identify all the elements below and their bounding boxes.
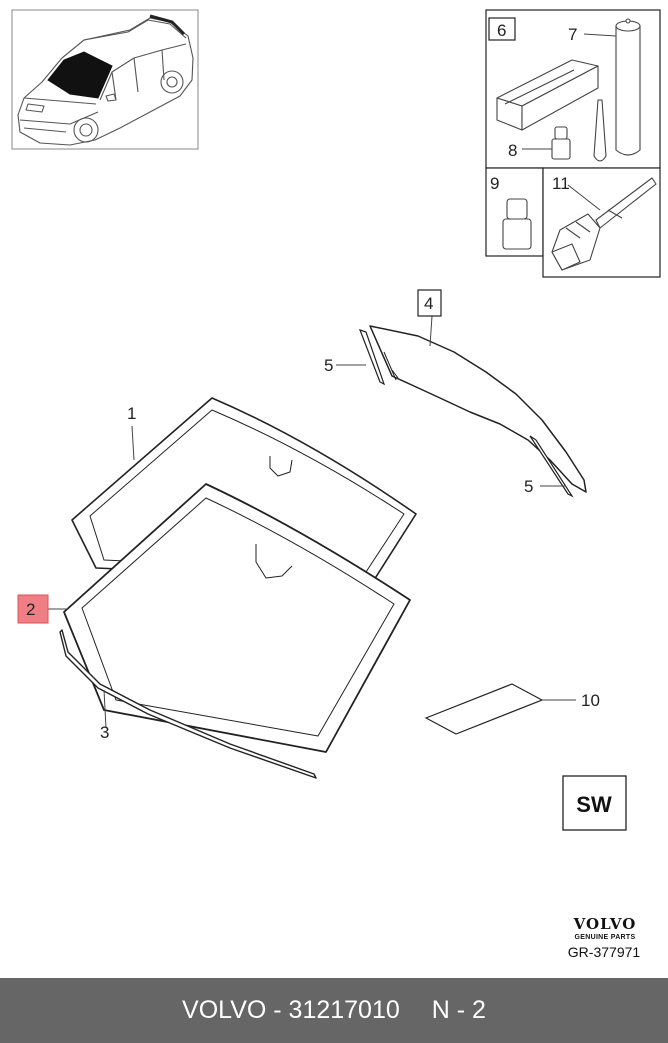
callout-7: 7 bbox=[568, 25, 577, 44]
dispenser-tool-icon bbox=[551, 177, 657, 271]
footer-bar: VOLVO - 31217010 N - 2 bbox=[0, 978, 668, 1043]
cleaning-pad bbox=[424, 683, 544, 735]
quarter-window bbox=[369, 325, 587, 493]
moulding-strip bbox=[59, 629, 317, 779]
cartridge-tube-icon bbox=[615, 18, 641, 156]
highlight-box-2 bbox=[17, 594, 49, 624]
windshield-front bbox=[63, 483, 411, 753]
parts-diagram: 6 7 8 9 11 4 5 5 1 2 3 10 SW VOLVO GENUI… bbox=[11, 9, 661, 960]
nozzle-icon bbox=[593, 99, 607, 162]
strip-lower bbox=[529, 435, 574, 498]
leader-lines bbox=[48, 315, 576, 729]
callout-3: 3 bbox=[100, 723, 109, 742]
callout-5-lower: 5 bbox=[524, 477, 533, 496]
primer-bottle-icon bbox=[502, 198, 532, 250]
adhesive-kit-box bbox=[485, 9, 661, 278]
windshield-highlight bbox=[47, 51, 113, 99]
footer-position: N - 2 bbox=[431, 996, 486, 1024]
reference-code: GR-377971 bbox=[568, 944, 641, 960]
callout-10: 10 bbox=[581, 691, 600, 710]
callout-6: 6 bbox=[497, 21, 506, 40]
sw-label: SW bbox=[576, 792, 612, 817]
footer-part-number: VOLVO - 31217010 bbox=[182, 996, 400, 1024]
primer-bottle-small-icon bbox=[551, 126, 571, 160]
volvo-logo: VOLVO bbox=[573, 915, 637, 933]
callout-1: 1 bbox=[127, 404, 136, 423]
foam-block-icon bbox=[496, 59, 599, 131]
strip-upper bbox=[358, 329, 386, 386]
callout-5-upper: 5 bbox=[324, 356, 333, 375]
callout-2: 2 bbox=[26, 600, 35, 619]
sw-box bbox=[562, 775, 627, 831]
callout-4: 4 bbox=[424, 294, 433, 313]
genuine-parts-label: GENUINE PARTS bbox=[575, 934, 636, 941]
callout-9: 9 bbox=[490, 174, 499, 193]
callout-11: 11 bbox=[552, 174, 570, 193]
car-thumbnail bbox=[11, 9, 199, 150]
callout-8: 8 bbox=[508, 141, 517, 160]
